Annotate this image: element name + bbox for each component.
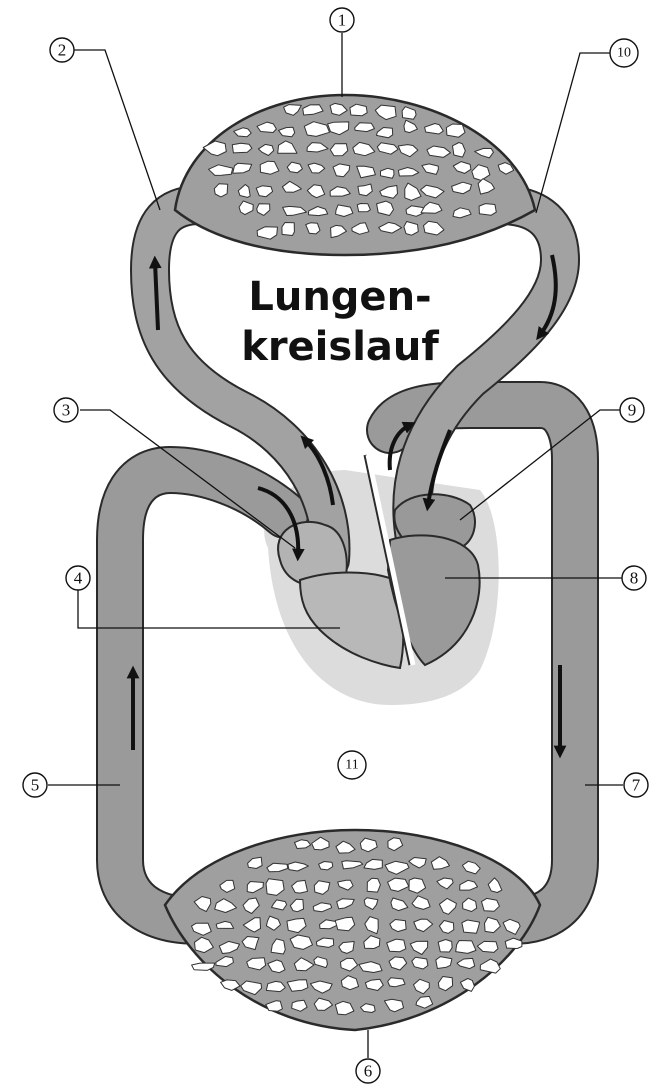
svg-text:2: 2 — [58, 41, 67, 60]
capillary-gap — [232, 143, 252, 153]
title-line2: kreislauf — [241, 324, 439, 370]
label-8: 8 — [622, 566, 646, 590]
svg-text:4: 4 — [74, 569, 83, 588]
capillary-gap — [479, 204, 496, 216]
label-5: 5 — [23, 773, 47, 797]
title-line1: Lungen- — [248, 274, 431, 320]
svg-text:11: 11 — [345, 758, 358, 773]
capillary-gap — [381, 168, 395, 178]
svg-text:6: 6 — [364, 1062, 373, 1081]
capillary-gap — [456, 941, 476, 954]
leader-2 — [74, 50, 160, 210]
capillary-gap — [350, 104, 367, 116]
capillary-gap — [377, 201, 394, 215]
label-9: 9 — [620, 398, 644, 422]
svg-text:3: 3 — [62, 401, 71, 420]
svg-text:8: 8 — [630, 569, 639, 588]
label-4: 4 — [66, 566, 90, 590]
label-11: 11 — [338, 751, 366, 779]
lung-capillary-bed — [175, 95, 535, 255]
svg-text:7: 7 — [632, 776, 641, 795]
leader-10 — [536, 53, 610, 213]
label-6: 6 — [356, 1059, 380, 1083]
capillary-gap — [282, 223, 295, 236]
label-7: 7 — [624, 773, 648, 797]
label-10: 10 — [610, 39, 638, 67]
label-3: 3 — [54, 398, 78, 422]
svg-text:5: 5 — [31, 776, 40, 795]
capillary-gap — [438, 940, 452, 953]
svg-text:10: 10 — [617, 46, 631, 61]
capillary-gap — [367, 878, 380, 892]
body-capillary-bed — [165, 830, 540, 1030]
capillary-gap — [357, 204, 370, 212]
svg-text:9: 9 — [628, 401, 637, 420]
svg-text:1: 1 — [338, 11, 347, 30]
capillary-gap — [482, 898, 500, 911]
label-2: 2 — [50, 38, 74, 62]
capillary-gap — [462, 920, 480, 933]
label-1: 1 — [330, 8, 354, 32]
